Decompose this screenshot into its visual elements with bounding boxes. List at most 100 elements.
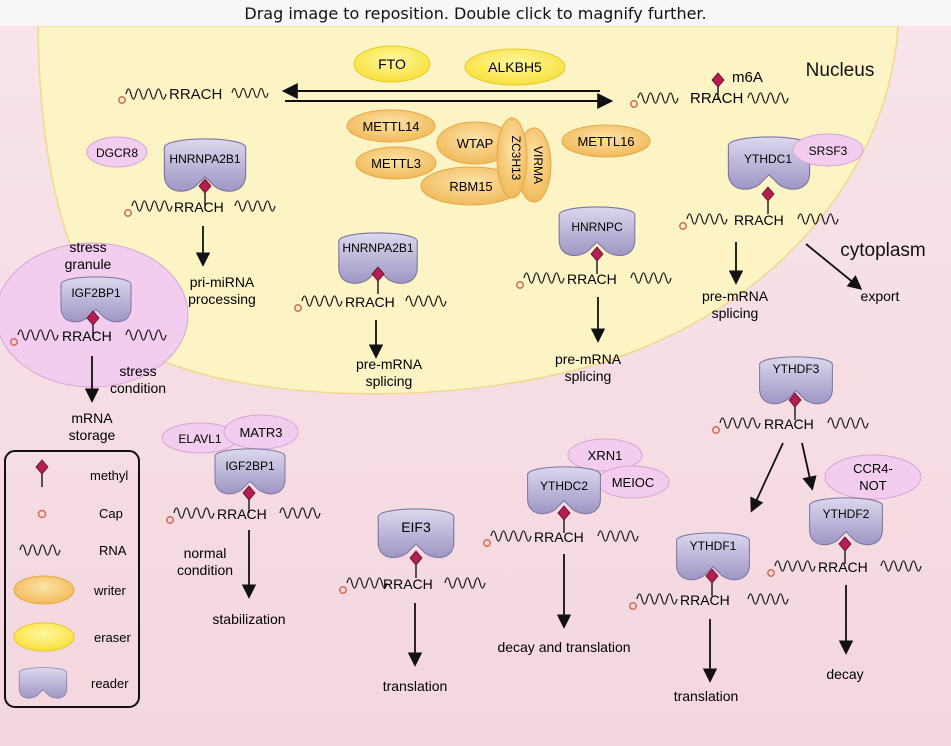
flow-arrow bbox=[801, 442, 817, 491]
cap-icon bbox=[712, 426, 720, 434]
svg-text:writer: writer bbox=[93, 583, 126, 598]
svg-text:stress: stress bbox=[119, 363, 156, 379]
mettl14-writer bbox=[346, 109, 436, 143]
eif3-module: EIF3 RRACH translation bbox=[339, 508, 486, 694]
ythdf3-module: YTHDF3 RRACH bbox=[712, 356, 869, 513]
writer-complex: METTL14 METTL3 WTAP RBM15 VIRMA ZC3H13 M… bbox=[346, 109, 651, 206]
cap-icon bbox=[679, 222, 687, 230]
cap-icon bbox=[767, 569, 775, 577]
svg-text:eraser: eraser bbox=[94, 630, 132, 645]
svg-text:RRACH: RRACH bbox=[345, 294, 395, 310]
svg-text:RRACH: RRACH bbox=[567, 271, 617, 287]
svg-text:DGCR8: DGCR8 bbox=[96, 146, 138, 160]
flow-arrow bbox=[805, 243, 863, 290]
stress-granule-module: stress granule IGF2BP1 RRACH stress cond… bbox=[0, 239, 189, 443]
fto-label: FTO bbox=[378, 56, 406, 72]
svg-text:RRACH: RRACH bbox=[764, 416, 814, 432]
svg-text:METTL16: METTL16 bbox=[577, 134, 634, 149]
m6a-diagram[interactable]: Nucleus cytoplasm RRACH FTO ALKBH5 RRACH… bbox=[0, 26, 951, 746]
cap-icon bbox=[483, 539, 491, 547]
svg-text:CCR4-: CCR4- bbox=[853, 461, 893, 476]
cytoplasm-label: cytoplasm bbox=[840, 240, 926, 261]
svg-text:RRACH: RRACH bbox=[174, 199, 224, 215]
cap-icon bbox=[124, 209, 132, 217]
legend-box bbox=[4, 450, 140, 708]
svg-text:splicing: splicing bbox=[712, 305, 759, 321]
igf2bp1-normal-module: ELAVL1 MATR3 IGF2BP1 RRACH normal condit… bbox=[161, 414, 321, 627]
svg-text:YTHDF3: YTHDF3 bbox=[773, 362, 820, 376]
svg-text:YTHDC2: YTHDC2 bbox=[540, 479, 588, 493]
svg-text:SRSF3: SRSF3 bbox=[809, 144, 848, 158]
xrn1-protein bbox=[567, 438, 643, 472]
svg-text:MATR3: MATR3 bbox=[239, 425, 282, 440]
cap-icon bbox=[294, 304, 302, 312]
svg-text:decay and translation: decay and translation bbox=[497, 639, 630, 655]
svg-text:condition: condition bbox=[110, 380, 166, 396]
hnrnpa2b1-splicing-module: HNRNPA2B1 RRACH pre-mRNA splicing bbox=[294, 232, 447, 389]
svg-text:RBM15: RBM15 bbox=[449, 179, 492, 194]
ythdf1-module: YTHDF1 RRACH translation bbox=[629, 532, 789, 704]
cap-icon bbox=[630, 100, 638, 108]
svg-text:RRACH: RRACH bbox=[217, 506, 267, 522]
svg-text:stabilization: stabilization bbox=[212, 611, 285, 627]
cap-icon bbox=[10, 338, 18, 346]
m6a-label: m6A bbox=[732, 69, 763, 86]
nucleus-label: Nucleus bbox=[806, 60, 875, 81]
image-viewer-banner: Drag image to reposition. Double click t… bbox=[0, 0, 951, 27]
svg-text:WTAP: WTAP bbox=[457, 136, 494, 151]
svg-text:HNRNPA2B1: HNRNPA2B1 bbox=[169, 152, 240, 166]
svg-text:export: export bbox=[861, 288, 900, 304]
cap-icon bbox=[339, 586, 347, 594]
mettl3-writer bbox=[355, 146, 437, 180]
svg-text:EIF3: EIF3 bbox=[401, 519, 431, 535]
svg-text:processing: processing bbox=[188, 291, 256, 307]
mettl16-writer bbox=[561, 124, 651, 158]
svg-text:METTL14: METTL14 bbox=[362, 119, 419, 134]
svg-text:stress: stress bbox=[69, 239, 106, 255]
writer-icon bbox=[13, 575, 75, 605]
svg-text:splicing: splicing bbox=[366, 373, 413, 389]
legend: methyl Cap RNA writer eraser reader bbox=[4, 450, 140, 708]
svg-text:IGF2BP1: IGF2BP1 bbox=[71, 286, 121, 300]
svg-text:YTHDC1: YTHDC1 bbox=[744, 152, 792, 166]
svg-text:mRNA: mRNA bbox=[71, 410, 113, 426]
svg-text:granule: granule bbox=[65, 256, 112, 272]
alkbh5-label: ALKBH5 bbox=[488, 59, 542, 75]
alkbh5-eraser bbox=[464, 48, 566, 86]
svg-text:RRACH: RRACH bbox=[383, 576, 433, 592]
svg-text:RRACH: RRACH bbox=[734, 212, 784, 228]
svg-text:YTHDF1: YTHDF1 bbox=[690, 539, 737, 553]
svg-text:ELAVL1: ELAVL1 bbox=[178, 432, 221, 446]
svg-text:translation: translation bbox=[674, 688, 739, 704]
svg-text:IGF2BP1: IGF2BP1 bbox=[225, 459, 275, 473]
flow-arrow bbox=[750, 442, 784, 513]
svg-text:HNRNPA2B1: HNRNPA2B1 bbox=[342, 241, 413, 255]
svg-text:normal: normal bbox=[184, 545, 227, 561]
cap-icon bbox=[629, 602, 637, 610]
svg-text:translation: translation bbox=[383, 678, 448, 694]
svg-text:pre-mRNA: pre-mRNA bbox=[356, 356, 423, 372]
svg-text:RRACH: RRACH bbox=[534, 529, 584, 545]
hnrnpc-module: HNRNPC RRACH pre-mRNA splicing bbox=[516, 206, 672, 384]
rrach-label: RRACH bbox=[690, 90, 743, 107]
svg-text:RRACH: RRACH bbox=[680, 592, 730, 608]
svg-text:condition: condition bbox=[177, 562, 233, 578]
fto-eraser bbox=[353, 45, 431, 83]
svg-text:RRACH: RRACH bbox=[62, 328, 112, 344]
svg-text:splicing: splicing bbox=[565, 368, 612, 384]
cap-icon bbox=[166, 516, 174, 524]
svg-text:VIRMA: VIRMA bbox=[531, 146, 545, 184]
svg-text:MEIOC: MEIOC bbox=[612, 475, 655, 490]
svg-text:RNA: RNA bbox=[99, 543, 127, 558]
svg-text:pre-mRNA: pre-mRNA bbox=[702, 288, 769, 304]
srsf3-protein bbox=[792, 133, 864, 167]
svg-text:HNRNPC: HNRNPC bbox=[571, 220, 623, 234]
svg-text:Cap: Cap bbox=[99, 506, 123, 521]
svg-text:storage: storage bbox=[69, 427, 116, 443]
hnrnpa2b1-dgcr8-module: DGCR8 HNRNPA2B1 RRACH pri-miRNA processi… bbox=[86, 136, 276, 307]
rrach-label: RRACH bbox=[169, 86, 222, 103]
rna-methylated: RRACH m6A bbox=[630, 69, 789, 108]
svg-text:decay: decay bbox=[826, 666, 863, 682]
svg-text:YTHDF2: YTHDF2 bbox=[823, 507, 870, 521]
eraser-icon bbox=[13, 622, 75, 652]
